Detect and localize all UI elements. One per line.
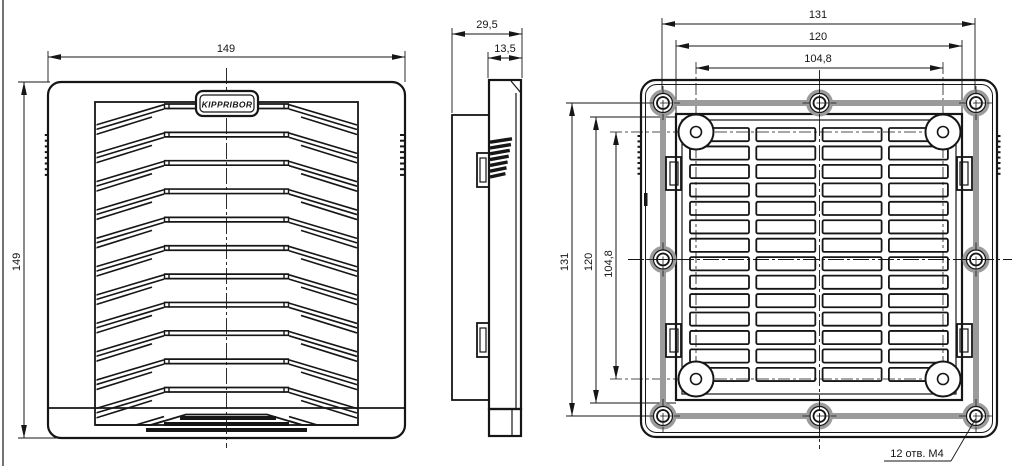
back-grid-frame-inner [681,119,957,395]
back-height-104-label: 104,8 [603,250,615,278]
back-edge-latch-mark [644,193,648,206]
back-left-upper-clip [665,156,682,191]
back-height-120-label: 120 [583,253,595,271]
brand-logo-plate: KIPPRIBOR [194,89,260,118]
front-height-dimension-label: 149 [11,253,23,271]
back-outer-frame [639,78,999,439]
back-width-120-label: 120 [809,31,827,43]
brand-logo-text: KIPPRIBOR [202,100,253,110]
side-louver-ribs [489,137,513,179]
back-view: 131 120 104,8 [628,9,1012,462]
side-cover-depth-label: 13,5 [494,43,515,55]
side-lower-clip [476,322,490,358]
front-bottom-vent-slots [146,416,307,432]
back-edge-serrations [637,135,1001,175]
holes-note: 12 отв. М4 [884,418,976,462]
holes-note-leader [950,418,976,462]
back-width-131-label: 131 [809,9,827,21]
side-total-depth-label: 29,5 [476,19,497,31]
side-view: 29,5 13,5 [451,19,523,438]
back-vertical-dimensions: 131 120 104,8 [559,102,950,417]
back-inner-outline [645,84,993,433]
front-outer-frame [46,80,407,440]
front-view: 149 149 KIPPRIBOR [11,43,407,448]
back-right-upper-clip [956,156,973,191]
side-bottom-foot [487,407,523,438]
front-edge-serrations [44,134,405,176]
side-cover-chamfer [510,80,522,94]
holes-note-text: 12 отв. М4 [890,448,943,460]
back-right-lower-clip [956,323,973,358]
front-width-dimension-label: 149 [217,43,235,55]
back-height-131-label: 131 [559,253,571,271]
back-mounting-bosses [677,113,962,398]
back-left-lower-clip [665,323,682,358]
back-ventilation-grid [689,127,949,382]
back-width-104-label: 104,8 [804,53,832,65]
side-upper-clip [476,152,490,188]
